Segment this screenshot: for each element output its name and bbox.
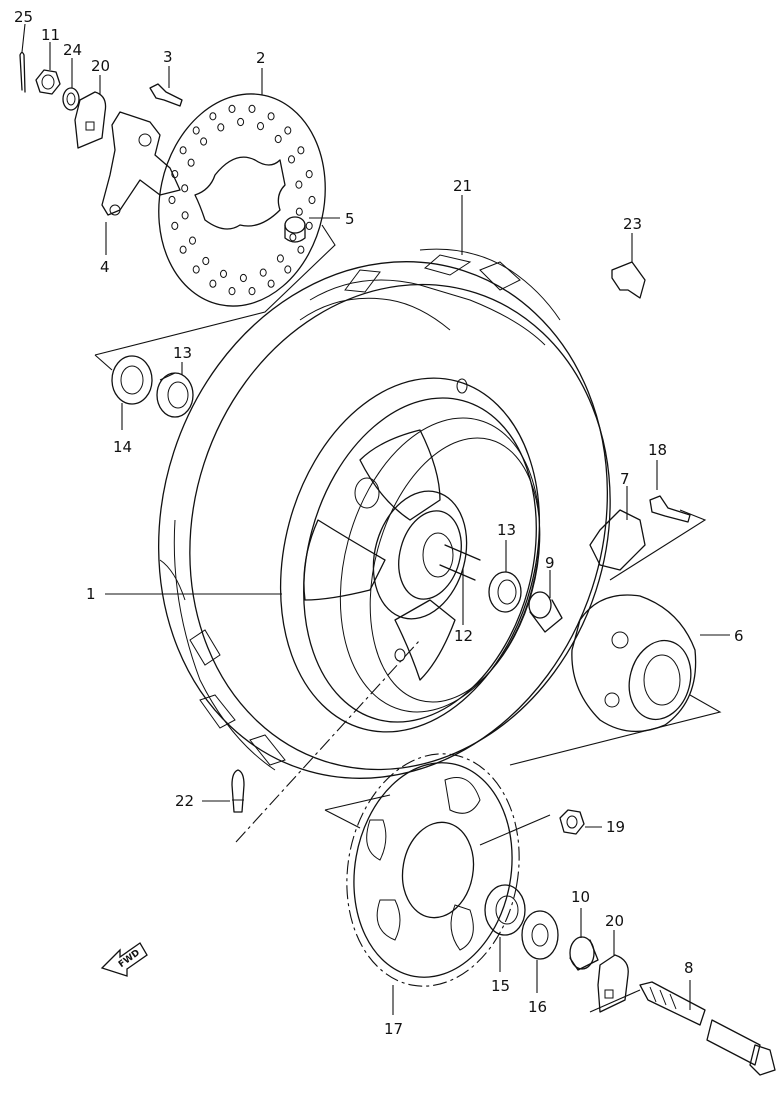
spacer bbox=[284, 216, 306, 243]
disc-hole bbox=[181, 211, 189, 220]
callout-4: 4 bbox=[100, 258, 110, 276]
callout-25: 25 bbox=[14, 8, 33, 26]
disc-hole bbox=[257, 122, 264, 131]
disc-hole bbox=[179, 146, 187, 155]
disc-hole bbox=[209, 279, 217, 288]
callout-10: 10 bbox=[571, 888, 590, 906]
callout-24: 24 bbox=[63, 41, 82, 59]
disc-hole bbox=[200, 137, 208, 146]
disc-hole bbox=[297, 245, 305, 254]
disc-hole bbox=[267, 279, 275, 288]
callout-22: 22 bbox=[175, 792, 194, 810]
disc-hole bbox=[259, 268, 267, 277]
callout-20-upper: 20 bbox=[91, 57, 110, 75]
bearing-right bbox=[488, 571, 522, 613]
disc-hole bbox=[284, 265, 292, 274]
disc-hole bbox=[295, 180, 303, 189]
disc-hole bbox=[276, 254, 284, 263]
tire-valve bbox=[231, 769, 245, 813]
clip bbox=[611, 261, 646, 299]
disc-hole bbox=[308, 195, 316, 205]
rear-axle bbox=[639, 981, 776, 1076]
callout-8: 8 bbox=[684, 959, 694, 977]
spacer-10 bbox=[569, 936, 599, 971]
disc-hole bbox=[171, 221, 179, 230]
callout-1: 1 bbox=[86, 585, 96, 603]
disc-hole bbox=[217, 123, 225, 132]
disc-hole bbox=[202, 256, 210, 266]
disc-hole bbox=[192, 126, 200, 135]
brake-disc bbox=[158, 93, 326, 307]
disc-bolt bbox=[149, 83, 183, 107]
disc-hole bbox=[209, 112, 217, 121]
bearing-left bbox=[156, 372, 194, 418]
callout-17: 17 bbox=[384, 1020, 403, 1038]
spacer-9 bbox=[528, 591, 563, 633]
disc-hole bbox=[305, 170, 313, 179]
cotter-pin bbox=[19, 51, 26, 93]
disc-hole bbox=[267, 112, 275, 121]
callout-23: 23 bbox=[623, 215, 642, 233]
disc-hole bbox=[228, 104, 236, 114]
callout-13-left: 13 bbox=[173, 344, 192, 362]
caliper-bracket bbox=[101, 111, 181, 216]
callout-19: 19 bbox=[606, 818, 625, 836]
stopper-plate-upper bbox=[74, 91, 107, 149]
callout-6: 6 bbox=[734, 627, 744, 645]
callout-7: 7 bbox=[620, 470, 630, 488]
sprocket-carrier bbox=[571, 594, 697, 733]
disc-hole bbox=[284, 126, 292, 135]
callout-14: 14 bbox=[113, 438, 132, 456]
callout-11: 11 bbox=[41, 26, 60, 44]
disc-hole bbox=[288, 155, 295, 164]
chain-adjuster bbox=[589, 509, 646, 571]
callout-21: 21 bbox=[453, 177, 472, 195]
disc-hole bbox=[181, 184, 189, 193]
disc-hole bbox=[179, 245, 187, 254]
callout-16: 16 bbox=[528, 998, 547, 1016]
assembly-guide-lines bbox=[94, 224, 722, 1013]
disc-hole bbox=[189, 236, 196, 245]
stopper-plate-lower bbox=[597, 954, 629, 1013]
callout-5: 5 bbox=[345, 210, 355, 228]
disc-hole bbox=[289, 233, 297, 242]
callout-13-right: 13 bbox=[497, 521, 516, 539]
adjuster-bolt bbox=[649, 495, 691, 523]
oil-seal-left bbox=[111, 355, 153, 405]
rear-sprocket bbox=[346, 753, 520, 987]
callout-3: 3 bbox=[163, 48, 173, 66]
disc-hole bbox=[274, 134, 282, 144]
callout-labels: 1 2 3 4 5 6 7 8 9 10 11 12 13 13 14 15 1… bbox=[14, 8, 744, 1038]
disc-hole bbox=[168, 195, 176, 205]
callout-20-lower: 20 bbox=[605, 912, 624, 930]
disc-hole bbox=[228, 287, 236, 296]
disc-hole bbox=[248, 287, 256, 296]
disc-hole bbox=[297, 146, 305, 155]
axle-nut bbox=[35, 69, 61, 95]
fwd-arrow-icon: FWD bbox=[100, 942, 148, 977]
disc-hole bbox=[248, 104, 256, 114]
washer-16 bbox=[521, 910, 559, 960]
callout-9: 9 bbox=[545, 554, 555, 572]
disc-hole bbox=[237, 117, 245, 127]
disc-hole bbox=[239, 273, 247, 283]
bearing-15 bbox=[484, 884, 526, 936]
callout-15: 15 bbox=[491, 977, 510, 995]
disc-hole bbox=[187, 158, 195, 167]
leader-lines bbox=[21, 23, 730, 1015]
callout-12: 12 bbox=[454, 627, 473, 645]
sprocket-nut bbox=[559, 809, 585, 835]
disc-hole bbox=[220, 269, 227, 278]
callout-2: 2 bbox=[256, 49, 266, 67]
rear-wheel-rim bbox=[279, 377, 541, 733]
washer bbox=[62, 87, 80, 111]
disc-hole bbox=[305, 221, 313, 230]
disc-hole bbox=[295, 207, 303, 216]
callout-18: 18 bbox=[648, 441, 667, 459]
disc-hole bbox=[192, 265, 200, 274]
rear-tire bbox=[157, 248, 611, 779]
